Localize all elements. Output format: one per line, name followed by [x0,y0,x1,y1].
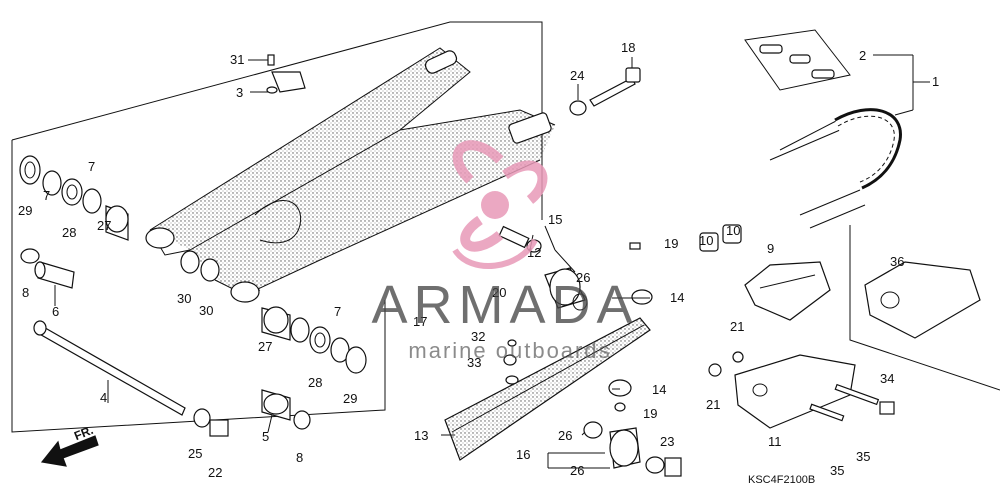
callout-21b: 21 [706,397,720,412]
callout-2: 2 [859,48,866,63]
callout-27b: 27 [258,339,272,354]
upper-bearing-stack [19,155,129,241]
callout-24: 24 [570,68,584,83]
callout-33: 33 [467,355,481,370]
callout-16: 16 [516,447,530,462]
chain-guide-parts [699,224,981,429]
callout-11: 11 [768,434,782,449]
callout-32: 32 [471,329,485,344]
callout-36: 36 [890,254,904,269]
callout-8b: 8 [296,450,303,465]
callout-14a: 14 [670,290,684,305]
callout-9: 9 [767,241,774,256]
callout-35b: 35 [830,463,844,478]
callout-7a: 7 [88,159,95,174]
lower-bearing-stack [180,250,367,374]
callout-7c: 7 [334,304,341,319]
callout-29a: 29 [18,203,32,218]
callout-6: 6 [52,304,59,319]
callout-22: 22 [208,465,222,480]
watermark-brand: ARMADA [371,275,639,335]
swingarm [145,47,556,303]
callout-23: 23 [660,434,674,449]
master-link-kit [744,29,851,91]
callout-17: 17 [413,314,427,329]
drive-chain [769,108,902,229]
callout-35a: 35 [856,449,870,464]
callout-labels: 1 2 3 4 5 6 7 7 7 8 8 9 10 10 11 12 13 1… [18,40,939,480]
callout-27a: 27 [97,218,111,233]
callout-14b: 14 [652,382,666,397]
link-bushings [583,421,682,477]
callout-19b: 19 [643,406,657,421]
watermark-logo [452,140,548,269]
callout-30b: 30 [199,303,213,318]
pivot-axle [20,248,311,437]
leader-lines [54,54,930,469]
callout-1: 1 [932,74,939,89]
callout-26a: 26 [576,270,590,285]
front-direction-arrow [40,435,99,467]
callout-10a: 10 [699,233,713,248]
callout-31: 31 [230,52,244,67]
callout-20: 20 [492,285,506,300]
callout-10b: 10 [726,223,740,238]
callout-34: 34 [880,371,894,386]
callout-7b: 7 [43,188,50,203]
chain-slider [444,317,651,461]
callout-13: 13 [414,428,428,443]
callout-15: 15 [548,212,562,227]
callout-28a: 28 [62,225,76,240]
callout-30a: 30 [177,291,191,306]
top-bracket-bolts [266,54,641,116]
callout-5: 5 [262,429,269,444]
callout-18: 18 [621,40,635,55]
callout-19a: 19 [664,236,678,251]
callout-26b: 26 [558,428,572,443]
watermark-tagline: marine outboards [408,338,612,363]
diagram-code: KSC4F2100B [748,474,816,486]
callout-25: 25 [188,446,202,461]
shock-mount [498,225,653,311]
callout-26c: 26 [570,463,584,478]
callout-29b: 29 [343,391,357,406]
callout-28b: 28 [308,375,322,390]
callout-8a: 8 [22,285,29,300]
callout-21a: 21 [730,319,744,334]
callout-3: 3 [236,85,243,100]
callout-4: 4 [100,390,107,405]
